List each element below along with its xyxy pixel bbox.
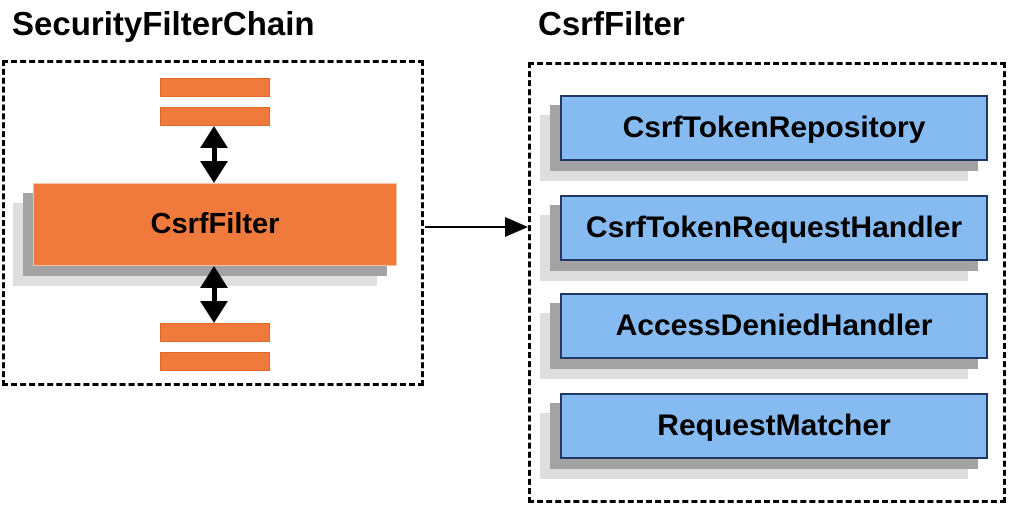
arrow-shaft <box>211 148 217 161</box>
arrow-shaft <box>211 288 217 301</box>
component-label: RequestMatcher <box>657 409 891 442</box>
double-arrow-icon <box>200 126 228 183</box>
arrowhead-right-icon <box>505 217 528 237</box>
arrowhead-down-icon <box>200 301 228 323</box>
double-arrow-icon <box>200 266 228 323</box>
component-label: CsrfTokenRepository <box>622 111 926 144</box>
component-box-csrf-token-request-handler: CsrfTokenRequestHandler <box>560 195 988 261</box>
other-filter-bar <box>160 323 270 342</box>
csrf-filter-node: CsrfFilter <box>33 183 397 266</box>
csrf-filter-title: CsrfFilter <box>538 5 685 42</box>
component-box-access-denied-handler: AccessDeniedHandler <box>560 293 988 359</box>
other-filter-bar <box>160 352 270 371</box>
connector-arrow-icon <box>425 217 528 237</box>
other-filter-bar <box>160 78 270 97</box>
component-label: CsrfTokenRequestHandler <box>585 211 963 244</box>
security-filter-chain-container <box>2 60 424 386</box>
other-filter-bar <box>160 107 270 126</box>
arrowhead-up-icon <box>200 266 228 288</box>
component-box-request-matcher: RequestMatcher <box>560 393 988 459</box>
csrf-filter-node-label: CsrfFilter <box>150 208 280 240</box>
component-label: AccessDeniedHandler <box>615 309 933 342</box>
arrowhead-up-icon <box>200 126 228 148</box>
arrow-shaft <box>425 226 505 228</box>
security-filter-chain-title: SecurityFilterChain <box>12 5 315 42</box>
arrowhead-down-icon <box>200 161 228 183</box>
csrf-filter-container <box>528 62 1006 503</box>
component-box-csrf-token-repository: CsrfTokenRepository <box>560 95 988 161</box>
